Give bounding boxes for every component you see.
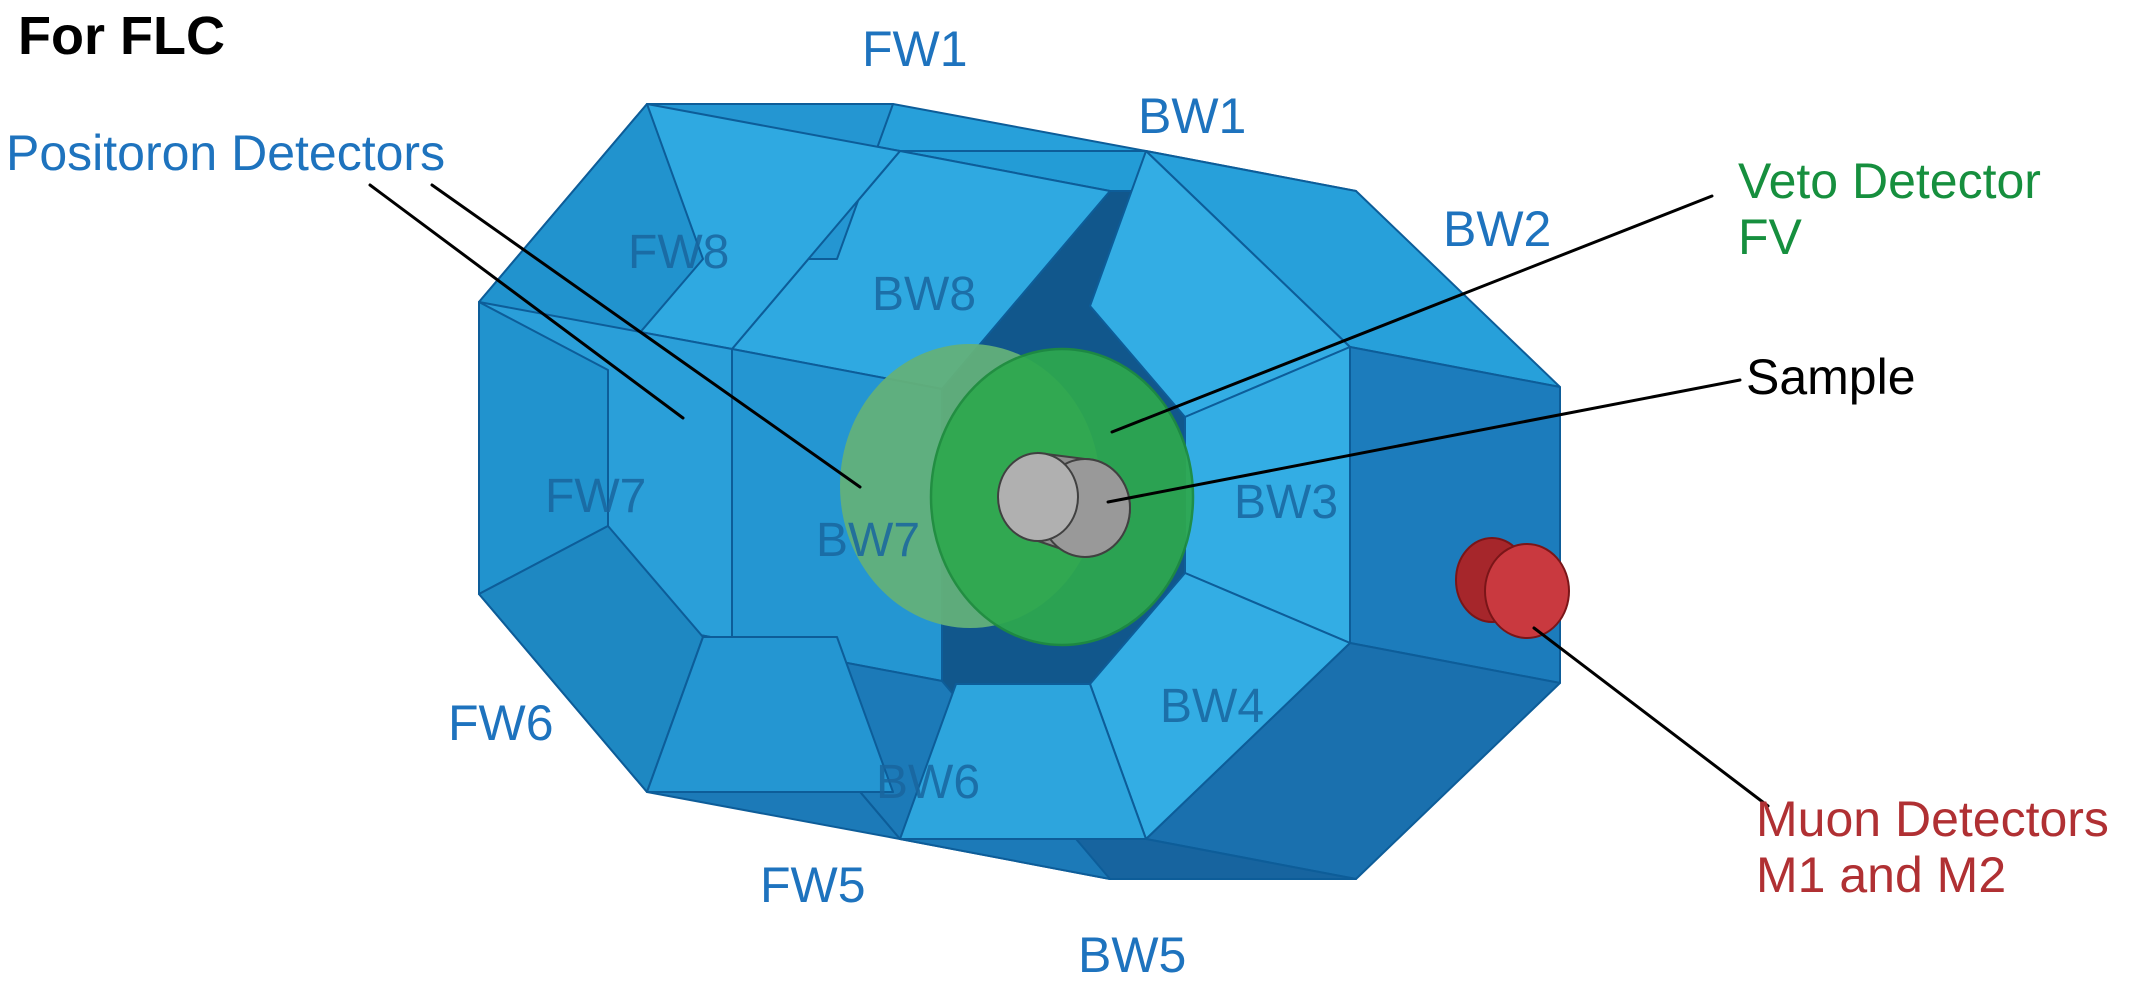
label-fw6: FW6 <box>448 695 554 751</box>
label-bw6: BW6 <box>876 756 980 809</box>
sample-cylinder-face <box>997 452 1079 542</box>
figure-title: For FLC <box>18 6 225 66</box>
sample-label: Sample <box>1746 349 1916 405</box>
muon-detectors-label-line1: Muon Detectors <box>1756 791 2109 847</box>
bw5-front-face <box>899 683 1147 840</box>
label-bw5: BW5 <box>1078 927 1186 983</box>
positron-leader-line-2 <box>430 183 862 489</box>
muon-detector-m2-disc <box>1484 543 1570 639</box>
positron-leader-line-1 <box>368 183 685 420</box>
label-fw1: FW1 <box>862 21 968 77</box>
muon-detectors-label-line2: M1 and M2 <box>1756 847 2006 903</box>
label-bw7: BW7 <box>816 514 920 567</box>
fw5-front-face <box>646 636 894 793</box>
sample-leader-line <box>1106 378 1742 504</box>
positron-detectors-label: Positoron Detectors <box>6 125 445 181</box>
label-bw2: BW2 <box>1443 201 1551 257</box>
muon-leader-line <box>1532 626 1770 808</box>
veto-detector-label-line2: FV <box>1738 209 1803 265</box>
label-bw1: BW1 <box>1138 88 1246 144</box>
veto-detector-label-line1: Veto Detector <box>1738 153 2041 209</box>
label-fw5: FW5 <box>760 857 866 913</box>
label-bw8: BW8 <box>872 268 976 321</box>
label-fw8: FW8 <box>628 226 729 279</box>
label-fw7: FW7 <box>545 470 646 523</box>
label-bw4: BW4 <box>1160 680 1264 733</box>
veto-leader-line <box>1110 194 1714 434</box>
label-bw3: BW3 <box>1234 476 1338 529</box>
